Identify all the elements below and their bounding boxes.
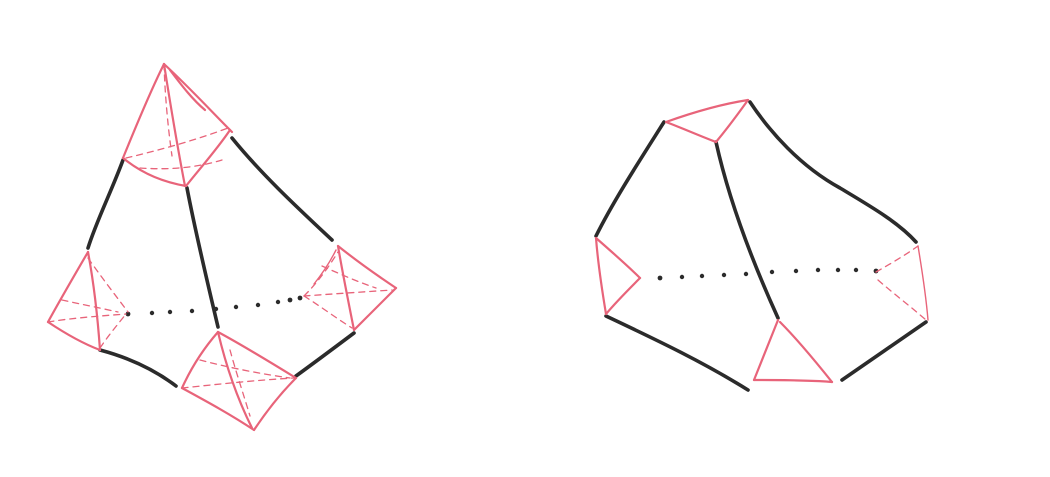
hidden-edge-dot	[287, 297, 293, 303]
red-stroke	[917, 245, 929, 321]
hidden-edge-dot	[721, 272, 727, 278]
red-cut-triangle-left	[594, 236, 642, 316]
edge-bottom-left	[98, 348, 178, 388]
red-stroke	[252, 376, 298, 432]
red-hidden-stroke	[163, 63, 173, 157]
red-hidden-stroke	[125, 127, 229, 159]
hidden-edge-dot	[873, 268, 879, 274]
hidden-edge-dot	[255, 302, 261, 308]
partially-truncated-tetrahedron-sketch	[594, 98, 929, 392]
red-stroke	[46, 250, 90, 324]
red-stroke	[594, 236, 642, 280]
hidden-edge-dot	[699, 273, 705, 279]
red-stroke	[168, 68, 207, 112]
red-stroke	[121, 62, 166, 160]
red-stroke	[752, 318, 780, 382]
edge-lower-left	[604, 314, 750, 392]
edge-upper-left	[594, 120, 666, 238]
red-stroke	[121, 156, 188, 188]
hidden-edge-dot	[149, 310, 155, 316]
hidden-edge-dot	[835, 267, 841, 273]
red-hidden-stroke	[199, 359, 291, 379]
edge-bottom-right	[294, 331, 356, 378]
red-stroke	[46, 320, 102, 352]
red-cut-triangle-top	[664, 98, 750, 144]
red-hidden-stroke	[303, 251, 339, 297]
edge-top-right	[230, 136, 334, 242]
red-hidden-stroke	[877, 279, 927, 321]
red-stroke	[180, 386, 256, 432]
red-stroke	[336, 244, 398, 290]
hidden-edge-dot	[125, 311, 131, 317]
red-stroke	[664, 120, 718, 144]
red-stroke	[352, 286, 398, 332]
red-left-pyramid	[46, 250, 129, 352]
red-hidden-stroke	[181, 377, 295, 389]
red-stroke	[778, 320, 834, 384]
red-hidden-stroke	[61, 299, 119, 313]
red-hidden-stroke	[99, 313, 127, 349]
hidden-edge-dot	[793, 268, 799, 274]
red-stroke	[184, 128, 232, 188]
hidden-edge-dot	[769, 269, 775, 275]
hidden-edge-dot	[743, 271, 749, 277]
hidden-edge-dotted-right	[657, 267, 879, 281]
red-stroke	[664, 98, 750, 124]
red-right-pyramid	[303, 244, 398, 332]
hidden-edge-dot	[167, 309, 173, 315]
edge-lower-right	[840, 320, 928, 382]
hidden-edge-dot	[213, 306, 219, 312]
red-stroke	[604, 276, 642, 316]
red-hidden-stroke	[303, 295, 353, 329]
red-bottom-pyramid	[180, 330, 298, 432]
truncated-tetrahedron-sketch	[46, 62, 398, 432]
red-stroke	[162, 62, 187, 188]
red-stroke	[714, 98, 750, 144]
red-hidden-stroke	[303, 289, 393, 297]
red-stroke	[216, 330, 254, 430]
black-edges	[86, 136, 356, 388]
red-hidden-stroke	[87, 257, 129, 313]
hidden-edge-dot	[679, 274, 685, 280]
hidden-edge-dot	[853, 267, 859, 273]
red-stroke	[216, 330, 298, 380]
hidden-edge-dotted	[125, 295, 303, 317]
hidden-edge-dot	[297, 295, 303, 301]
black-edges-right	[594, 100, 928, 392]
hidden-edge-dot	[815, 267, 821, 273]
red-stroke	[180, 330, 220, 390]
red-stroke	[594, 236, 608, 316]
edge-center-vertical	[185, 186, 220, 329]
red-cut-triangle-right	[875, 245, 929, 321]
red-stroke	[86, 250, 102, 352]
hidden-edge-dot	[657, 275, 663, 281]
red-cut-triangle-bottom	[752, 318, 834, 384]
red-hidden-stroke	[229, 349, 251, 417]
edge-upper-right	[748, 100, 918, 244]
red-hidden-stroke	[875, 245, 919, 273]
red-stroke	[336, 244, 356, 332]
red-stroke	[752, 378, 834, 384]
red-top-pyramid	[121, 62, 234, 188]
hidden-edge-dot	[189, 308, 195, 314]
red-hidden-stroke	[321, 265, 377, 289]
edge-top-left	[86, 158, 125, 250]
red-hidden-stroke	[47, 313, 127, 323]
hidden-edge-dot	[233, 304, 239, 310]
edge-center	[714, 140, 780, 320]
hidden-edge-dot	[275, 299, 281, 305]
